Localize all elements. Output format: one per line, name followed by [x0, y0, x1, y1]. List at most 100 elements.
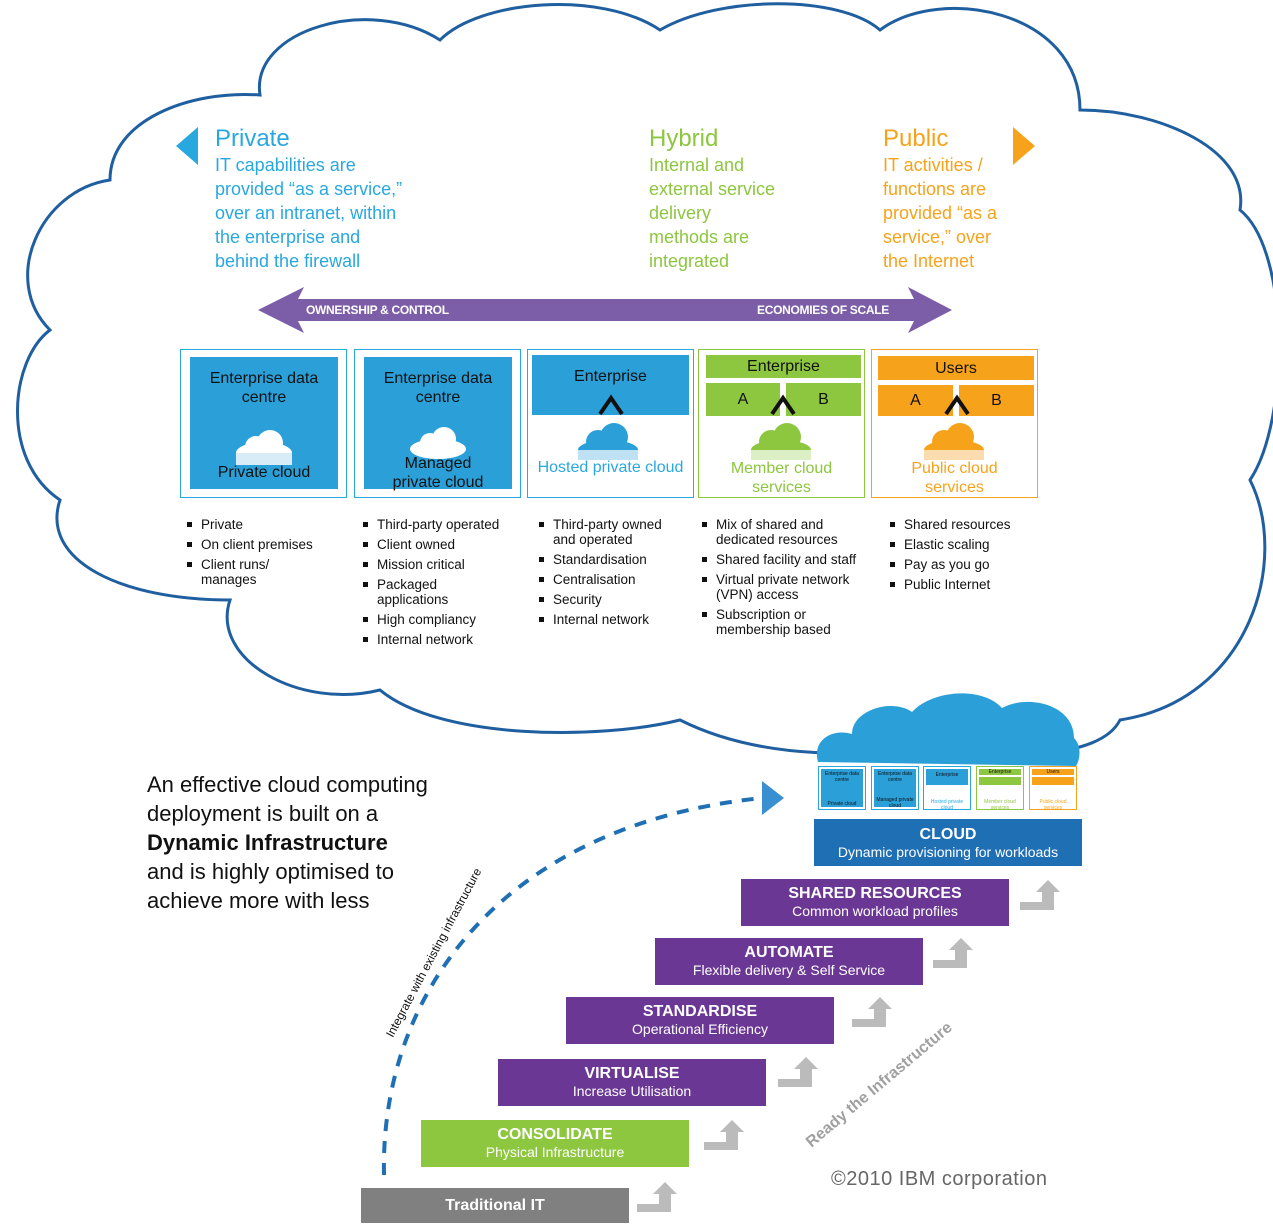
hybrid-desc-5: integrated: [649, 251, 730, 271]
step-shared-resources: SHARED RESOURCES Common workload profile…: [741, 879, 1009, 926]
list-item: Client runs/ manages: [185, 557, 301, 587]
hybrid-desc-3: delivery: [649, 203, 712, 223]
up-caret-icon: [598, 394, 624, 416]
public-right-arrow-icon: [1013, 127, 1035, 165]
model-4-bottom-label: Member cloud services: [730, 460, 833, 496]
cloud-icon: [410, 427, 466, 459]
model-2-top-label: Enterprise data centre: [383, 370, 493, 406]
mini-1-top: Enterprise data centre: [825, 771, 859, 783]
model-member-cloud-services: Enterprise A B Member cloud services: [698, 349, 865, 498]
cloud-icon: [924, 423, 984, 460]
mini-model-hosted: Enterprise Hosted private cloud: [923, 766, 971, 811]
model-public-cloud-services: Users A B Public cloud services: [871, 349, 1038, 498]
step-virtualise-subtitle: Increase Utilisation: [572, 1083, 692, 1099]
hybrid-desc-4: methods are: [649, 227, 750, 247]
model-4-b-label: B: [818, 391, 829, 408]
list-item: Mix of shared and dedicated resources: [700, 517, 856, 547]
public-section: Public IT activities / functions are pro…: [883, 125, 997, 273]
model-4-a-label: A: [737, 391, 749, 408]
step-cloud: CLOUD Dynamic provisioning for workloads: [814, 819, 1082, 866]
list-item: Shared facility and staff: [700, 552, 870, 567]
mini-3-bottom: Hosted private cloud: [930, 799, 964, 811]
step-standardise: STANDARDISE Operational Efficiency: [566, 997, 834, 1044]
step-up-arrow-icon: [1020, 880, 1060, 910]
private-desc-5: behind the firewall: [215, 251, 361, 271]
bullets-hosted-private-cloud: Third-party owned and operated Standardi…: [537, 517, 687, 632]
step-cloud-title: CLOUD: [919, 826, 977, 843]
ownership-scale-arrow: [258, 287, 952, 333]
step-automate-subtitle: Flexible delivery & Self Service: [692, 962, 886, 978]
model-1-bottom-label: Private cloud: [217, 464, 311, 481]
list-item: Private: [185, 517, 335, 532]
mini-model-member: Enterprise Member cloud services: [976, 766, 1024, 811]
tagline-line-4: and is highly optimised to: [147, 859, 395, 884]
model-4-top-label: Enterprise: [747, 358, 820, 375]
list-item: Standardisation: [537, 552, 687, 567]
tagline-bold: Dynamic Infrastructure: [147, 830, 388, 855]
copyright: ©2010 IBM corporation: [831, 1168, 1048, 1190]
public-desc-1: IT activities /: [883, 155, 983, 175]
list-item: Internal network: [537, 612, 687, 627]
model-5-bottom-label: Public cloud services: [911, 460, 998, 496]
list-item: Internal network: [361, 632, 521, 647]
step-standardise-subtitle: Operational Efficiency: [632, 1021, 768, 1037]
hybrid-title: Hybrid: [649, 125, 719, 152]
step-shared-resources-subtitle: Common workload profiles: [792, 903, 958, 919]
private-desc-3: over an intranet, within: [215, 203, 397, 223]
bullets-public-cloud-services: Shared resources Elastic scaling Pay as …: [888, 517, 1048, 597]
hybrid-desc-2: external service: [649, 179, 776, 199]
cloud-icon: [236, 430, 292, 465]
step-consolidate-subtitle: Physical Infrastructure: [485, 1144, 625, 1160]
public-title: Public: [883, 125, 949, 152]
private-section: Private IT capabilities are provided “as…: [215, 125, 402, 273]
public-desc-4: service,” over: [883, 227, 992, 247]
list-item: Pay as you go: [888, 557, 1048, 572]
public-desc-2: functions are: [883, 179, 987, 199]
hybrid-desc-1: Internal and: [649, 155, 745, 175]
private-left-arrow-icon: [176, 127, 198, 165]
private-desc-2: provided “as a service,”: [215, 179, 403, 199]
model-5-b-label: B: [991, 392, 1002, 409]
ownership-control-label: OWNERSHIP & CONTROL: [306, 303, 449, 317]
list-item: Virtual private network (VPN) access: [700, 572, 866, 602]
public-desc-3: provided “as a: [883, 203, 998, 223]
integrate-dashed-arrow: [381, 781, 784, 1176]
up-caret-icon: [944, 394, 970, 416]
list-item: Elastic scaling: [888, 537, 1048, 552]
mini-3-top: Enterprise: [935, 772, 959, 778]
step-traditional-it: Traditional IT: [361, 1188, 629, 1223]
public-desc-5: the Internet: [883, 251, 975, 271]
step-up-arrow-icon: [933, 938, 973, 968]
mini-4-top: Enterprise: [988, 769, 1012, 775]
hybrid-section: Hybrid Internal and external service del…: [649, 125, 775, 273]
step-up-arrow-icon: [852, 997, 892, 1027]
mini-model-public: Users Public cloud services: [1029, 766, 1077, 811]
model-hosted-private-cloud: Enterprise Hosted private cloud: [527, 349, 694, 498]
mini-model-managed: Enterprise data centre Managed private c…: [871, 766, 919, 810]
bullets-private-cloud: Private On client premises Client runs/ …: [185, 517, 335, 592]
model-5-top-label: Users: [935, 360, 977, 377]
list-item: Third-party operated: [361, 517, 521, 532]
step-automate: AUTOMATE Flexible delivery & Self Servic…: [655, 938, 923, 985]
step-consolidate-title: CONSOLIDATE: [497, 1126, 613, 1143]
economies-of-scale-label: ECONOMIES OF SCALE: [757, 303, 889, 317]
cloud-icon: [578, 423, 638, 460]
step-standardise-title: STANDARDISE: [642, 1003, 758, 1020]
mini-4-bottom: Member cloud services: [984, 799, 1016, 811]
list-item: Shared resources: [888, 517, 1048, 532]
list-item: Client owned: [361, 537, 521, 552]
mini-1-bottom: Private cloud: [827, 801, 857, 807]
model-1-top-label: Enterprise data centre: [209, 370, 319, 406]
list-item: Public Internet: [888, 577, 1048, 592]
list-item: Mission critical: [361, 557, 521, 572]
list-item: On client premises: [185, 537, 335, 552]
step-traditional-it-title: Traditional IT: [445, 1197, 545, 1214]
list-item: High compliancy: [361, 612, 521, 627]
step-shared-resources-title: SHARED RESOURCES: [788, 885, 962, 902]
mini-5-bottom: Public cloud services: [1039, 799, 1067, 811]
private-desc-4: the enterprise and: [215, 227, 361, 247]
cloud-outline: [16, 2, 1273, 755]
private-desc-1: IT capabilities are: [215, 155, 356, 175]
tagline: An effective cloud computing deployment …: [147, 770, 428, 915]
list-item: Third-party owned and operated: [537, 517, 687, 547]
